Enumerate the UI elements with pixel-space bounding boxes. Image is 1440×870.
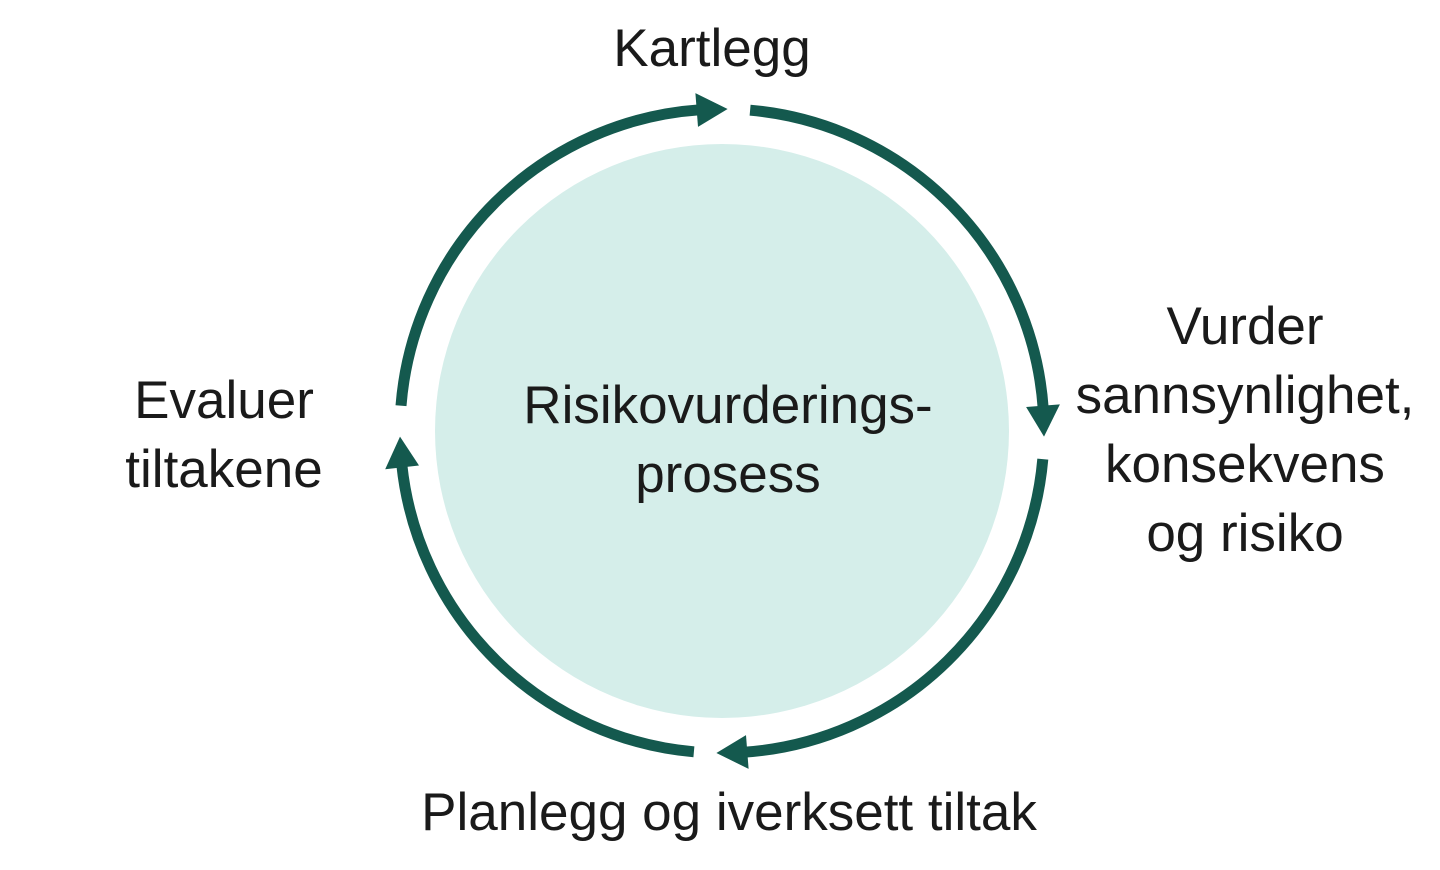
step-label-vurder: Vurder sannsynlighet, konsekvens og risi… xyxy=(1076,292,1415,568)
cycle-arrow-vurder-to-planlegg xyxy=(716,458,1049,769)
cycle-arrow-evaluer-to-kartlegg xyxy=(395,93,728,407)
center-label-line-1: Risikovurderings- xyxy=(523,376,933,435)
step-label-evaluer-line-1: Evaluer xyxy=(134,371,314,430)
step-label-vurder-line-4: og risiko xyxy=(1146,504,1344,563)
center-label-line-2: prosess xyxy=(635,445,821,504)
arc-top-right xyxy=(749,104,1049,409)
arc-bottom-right xyxy=(744,458,1049,758)
arrowhead-top-icon xyxy=(695,93,728,127)
cycle-arrow-kartlegg-to-vurder xyxy=(749,104,1060,437)
arc-bottom-left xyxy=(396,464,695,758)
step-label-planlegg-line-1: Planlegg og iverksett tiltak xyxy=(421,783,1037,842)
step-label-kartlegg: Kartlegg xyxy=(613,14,810,83)
step-label-evaluer-line-2: tiltakene xyxy=(125,440,323,499)
cycle-arrow-planlegg-to-evaluer xyxy=(385,436,695,758)
arrowhead-right-icon xyxy=(1026,404,1060,437)
step-label-kartlegg-line-1: Kartlegg xyxy=(613,19,811,78)
arc-top-left xyxy=(395,104,700,407)
process-circle xyxy=(435,144,1009,718)
center-label: Risikovurderings- prosess xyxy=(523,371,932,509)
step-label-vurder-line-3: konsekvens xyxy=(1105,435,1385,494)
step-label-planlegg: Planlegg og iverksett tiltak xyxy=(421,778,1037,847)
step-label-vurder-line-1: Vurder xyxy=(1166,297,1324,356)
step-label-evaluer: Evaluer tiltakene xyxy=(125,366,322,504)
arrowhead-bottom-icon xyxy=(716,735,749,769)
step-label-vurder-line-2: sannsynlighet, xyxy=(1075,366,1415,425)
arrowhead-left-icon xyxy=(385,436,419,470)
